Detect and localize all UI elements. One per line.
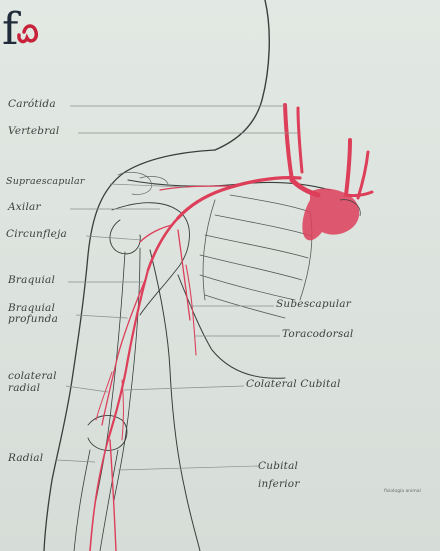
right-vertebral-artery xyxy=(358,152,368,198)
label-cubital-inferior: Cubital inferior xyxy=(258,457,328,493)
label-radial: Radial xyxy=(8,452,43,464)
radial-artery xyxy=(90,440,108,551)
label-axilar: Axilar xyxy=(8,201,41,213)
humerus-head xyxy=(110,220,140,254)
label-colateral-cubital: Colateral Cubital xyxy=(246,378,341,390)
label-circunfleja: Circunfleja xyxy=(6,228,67,240)
vertebral-artery xyxy=(298,108,302,172)
leader-colateral-radial xyxy=(66,386,108,392)
label-subescapular: Subescapular xyxy=(276,298,351,310)
right-carotid-artery xyxy=(346,140,350,195)
label-braquial: Braquial xyxy=(8,274,55,286)
subclavian-artery xyxy=(178,178,300,218)
carotid-artery xyxy=(285,105,292,180)
label-carotida: Carótida xyxy=(8,98,56,110)
fisiologia-logo-icon: f xyxy=(0,0,46,56)
thoracodorsal-artery xyxy=(186,265,196,355)
label-colateral-radial: colateral radial xyxy=(8,370,64,394)
neck-outline xyxy=(215,0,269,150)
leader-colateral-cubital xyxy=(124,386,244,390)
leader-circunfleja xyxy=(86,236,142,240)
logo-letter: f xyxy=(2,4,21,55)
logo-caption: fisiología animal xyxy=(384,489,421,494)
humerus-shaft-b xyxy=(114,248,140,500)
label-braquial-profunda: Braquial profunda xyxy=(8,303,70,325)
leader-cubital-inferior xyxy=(118,466,258,470)
label-vertebral: Vertebral xyxy=(8,125,59,137)
forearm-bone-a xyxy=(74,450,90,551)
label-toracodorsal: Toracodorsal xyxy=(282,328,353,340)
leader-radial xyxy=(56,460,95,462)
label-supraescapular: Supraescapular xyxy=(6,176,85,187)
inner-arm-outline xyxy=(150,250,200,551)
